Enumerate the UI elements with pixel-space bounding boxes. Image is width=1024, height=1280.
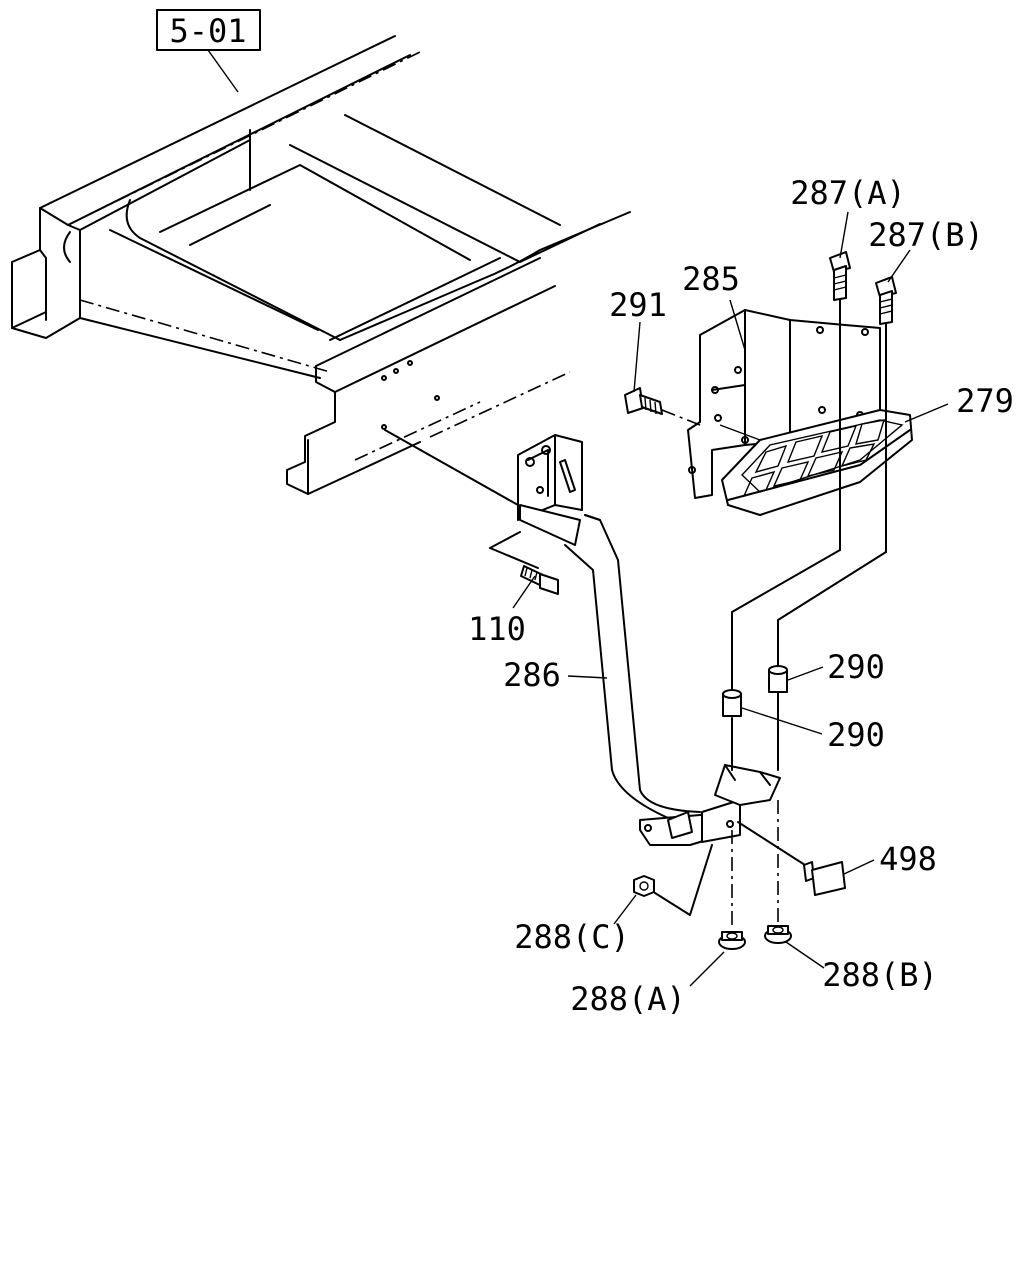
reference-box-label: 5-01 bbox=[169, 12, 246, 50]
pad-498-icon bbox=[803, 861, 846, 896]
label-285: 285 bbox=[682, 260, 740, 298]
step-bracket-286 bbox=[517, 434, 781, 846]
bolt-291-icon bbox=[624, 387, 701, 426]
label-279: 279 bbox=[956, 382, 1014, 420]
spacer-290a-icon bbox=[722, 689, 742, 717]
label-288c: 288(C) bbox=[514, 918, 630, 956]
label-498: 498 bbox=[879, 840, 937, 878]
label-287a: 287(A) bbox=[790, 174, 906, 212]
part-labels: 287(A) 287(B) 285 291 279 110 286 290 29… bbox=[468, 174, 1014, 1018]
step-tread-279 bbox=[721, 409, 913, 516]
leader-lines bbox=[512, 211, 949, 987]
nut-288a-icon bbox=[718, 931, 746, 950]
label-288b: 288(B) bbox=[822, 956, 938, 994]
label-287b: 287(B) bbox=[868, 216, 984, 254]
reference-box: 5-01 bbox=[156, 9, 261, 93]
nut-288b-icon bbox=[764, 925, 792, 944]
bolt-110-icon bbox=[489, 531, 559, 595]
label-288a: 288(A) bbox=[570, 980, 686, 1018]
spacer-290b-icon bbox=[768, 665, 788, 693]
label-110: 110 bbox=[468, 610, 526, 648]
nut-288c-icon bbox=[633, 875, 655, 897]
label-290-lower: 290 bbox=[827, 716, 885, 754]
assembly-lines bbox=[384, 429, 887, 930]
bolt-287a-icon bbox=[829, 251, 851, 551]
label-291: 291 bbox=[609, 286, 667, 324]
label-290-upper: 290 bbox=[827, 648, 885, 686]
label-286: 286 bbox=[503, 656, 561, 694]
chassis-frame bbox=[11, 35, 631, 495]
bolt-287b-icon bbox=[875, 276, 897, 553]
